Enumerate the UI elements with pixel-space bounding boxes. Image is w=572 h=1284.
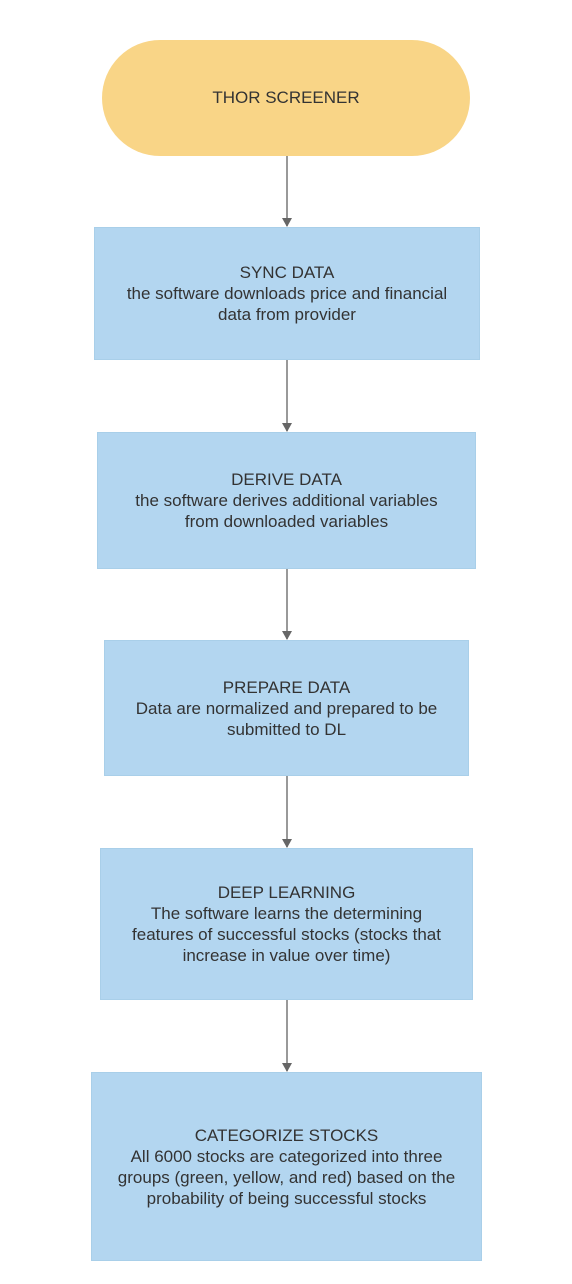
step-description-line: Data are normalized and prepared to be: [135, 698, 438, 718]
arrowhead-icon: [282, 423, 292, 432]
step-description-line: All 6000 stocks are categorized into thr…: [130, 1146, 443, 1166]
step-deep-learning: DEEP LEARNING The software learns the de…: [100, 848, 473, 1000]
arrowhead-icon: [282, 839, 292, 848]
step-description-line: probability of being successful stocks: [146, 1188, 427, 1208]
step-description-line: features of successful stocks (stocks th…: [132, 925, 441, 944]
step-description-line: increase in value over time): [182, 946, 391, 965]
start-label: THOR SCREENER: [212, 88, 360, 107]
step-title: DERIVE DATA: [231, 470, 342, 489]
arrowhead-icon: [282, 218, 292, 227]
step-description-line: the software derives additional variable…: [135, 491, 438, 510]
start-node: THOR SCREENER: [102, 40, 470, 156]
step-title: CATEGORIZE STOCKS: [194, 1125, 379, 1145]
step-categorize-stocks: CATEGORIZE STOCKS All 6000 stocks are ca…: [91, 1072, 482, 1261]
step-title: PREPARE DATA: [222, 677, 351, 697]
step-sync-data: SYNC DATA the software downloads price a…: [94, 227, 480, 360]
step-title: DEEP LEARNING: [217, 883, 356, 902]
step-derive-data: DERIVE DATA the software derives additio…: [97, 432, 476, 569]
step-description-line: The software learns the determining: [150, 904, 423, 923]
step-description-line: data from provider: [218, 305, 356, 324]
step-description-line: the software downloads price and financi…: [126, 284, 448, 303]
step-prepare-data: PREPARE DATA Data are normalized and pre…: [104, 640, 469, 776]
step-description-line: from downloaded variables: [184, 512, 389, 531]
arrowhead-icon: [282, 631, 292, 640]
arrowhead-icon: [282, 1063, 292, 1072]
step-description-line: groups (green, yellow, and red) based on…: [117, 1167, 456, 1187]
step-title: SYNC DATA: [239, 263, 335, 282]
step-description-line: submitted to DL: [226, 719, 347, 739]
